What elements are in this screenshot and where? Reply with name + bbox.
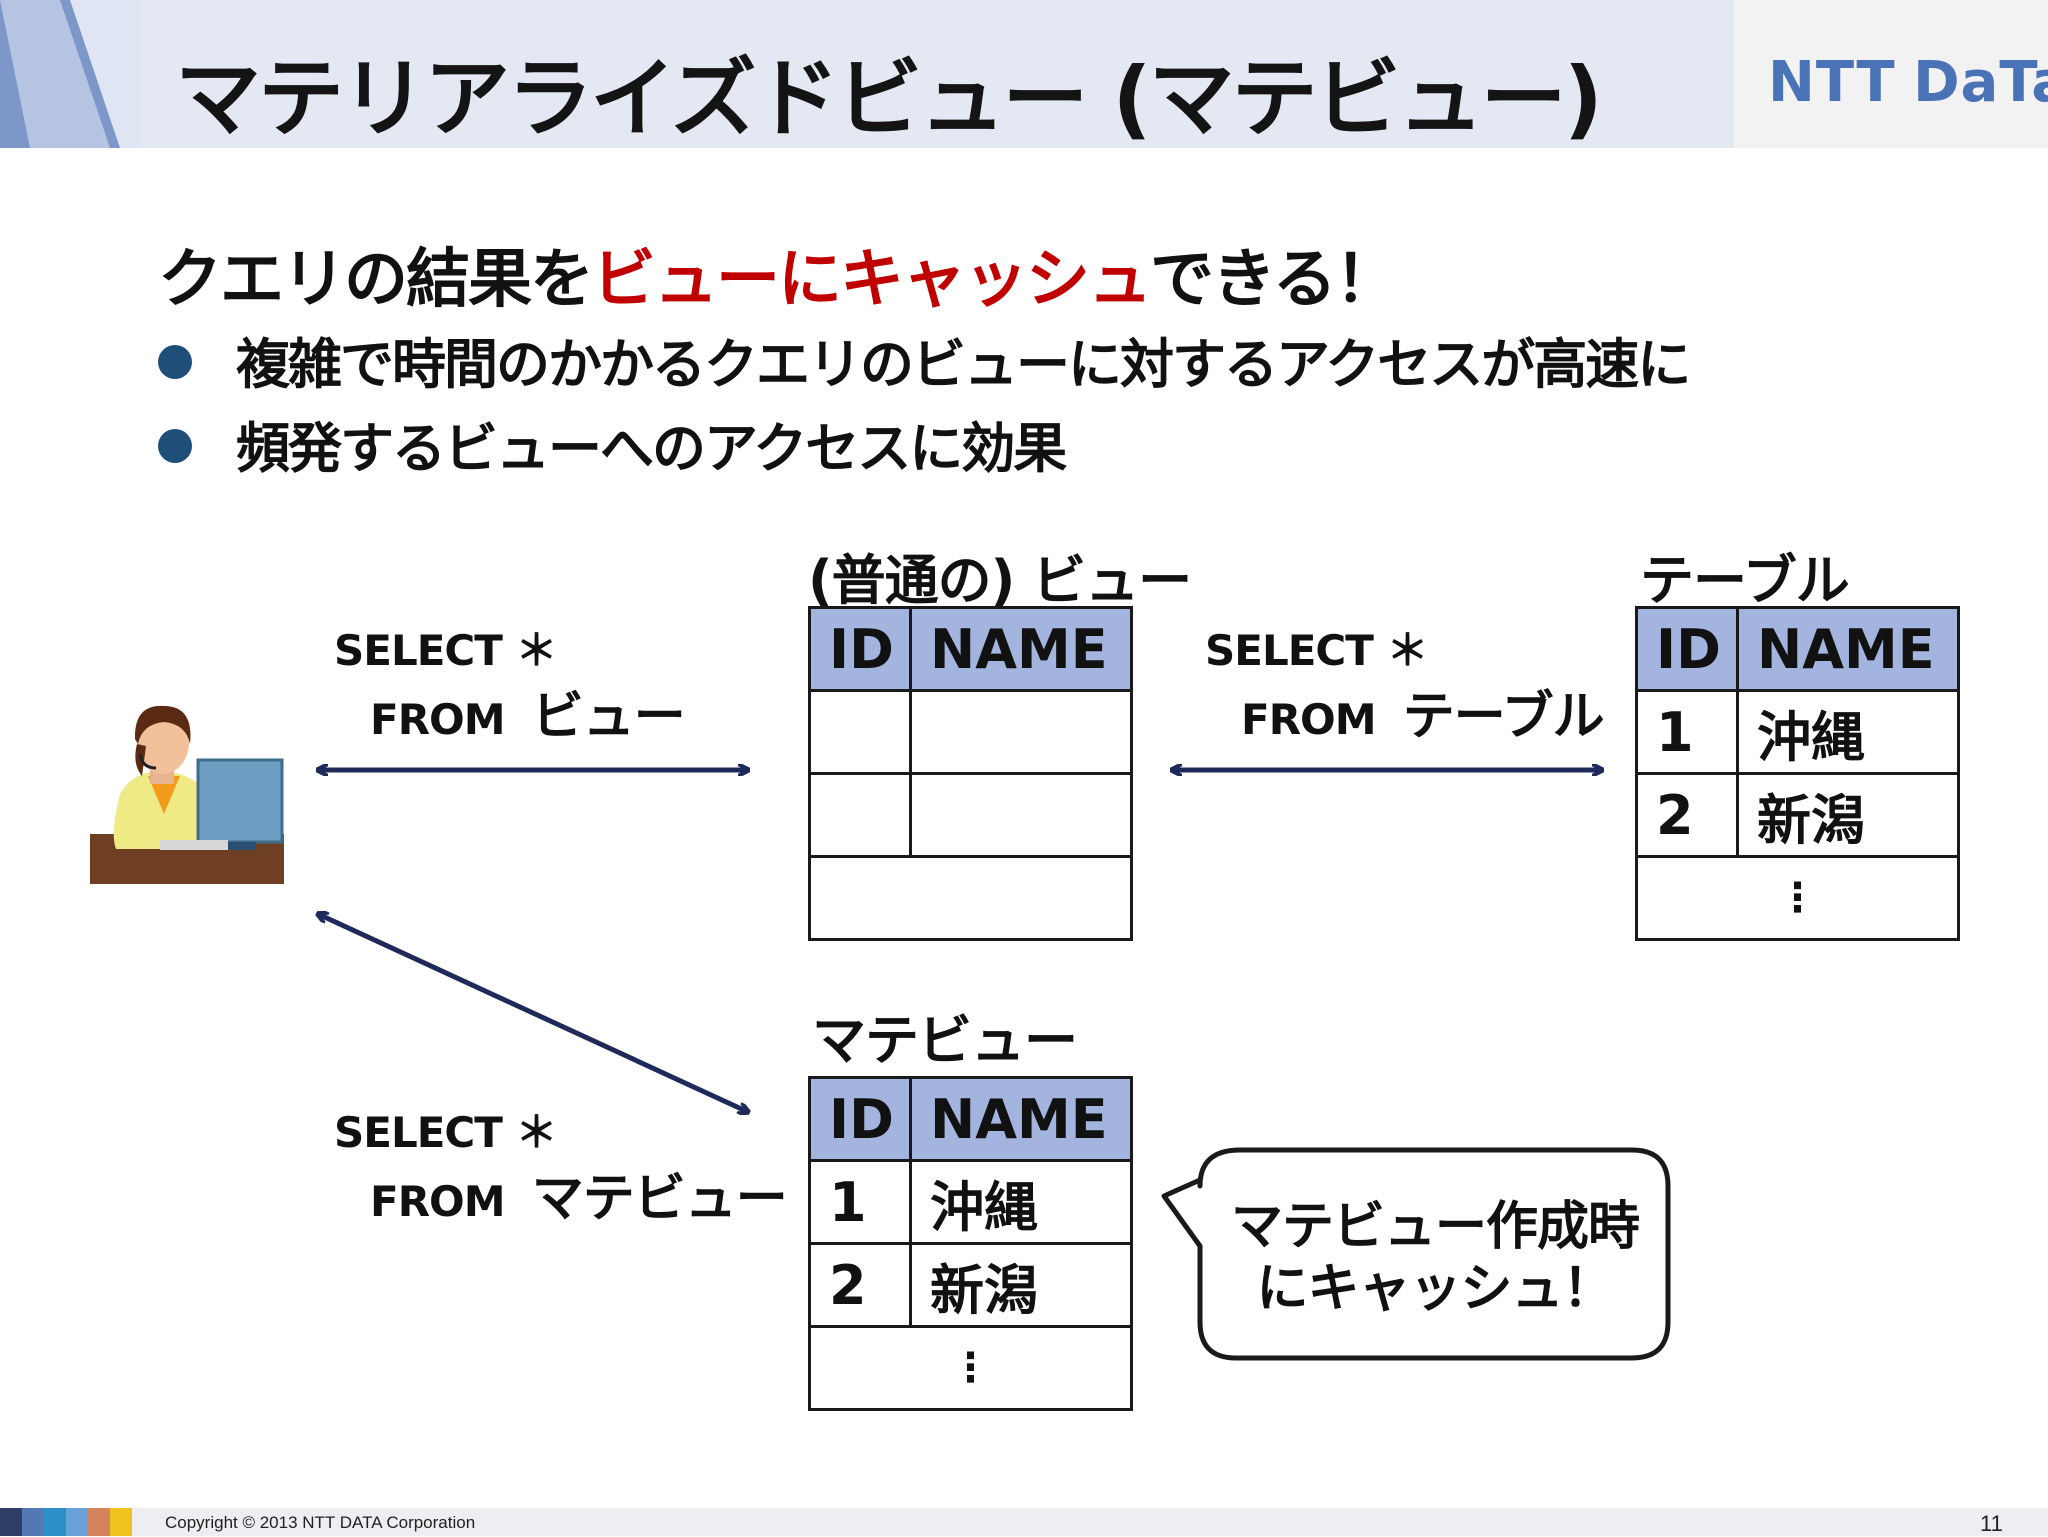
arrow-user-matview: [318, 914, 748, 1112]
cell-name: 沖縄: [909, 1159, 1133, 1245]
callout-line: にキャッシュ！: [1256, 1259, 1614, 1319]
column-header-name: NAME: [909, 606, 1133, 692]
bullet-item: 頻発するビューへのアクセスに効果: [158, 404, 1067, 483]
headline-part1: クエリの結果を: [158, 243, 594, 317]
table-header-row: ID NAME: [1635, 606, 1960, 692]
sql-from-object: マテビュー: [531, 1169, 788, 1229]
copyright: Copyright © 2013 NTT DATA Corporation: [165, 1513, 476, 1532]
callout-bubble: [1161, 1147, 1671, 1361]
table-header-row: ID NAME: [808, 606, 1133, 692]
bullet-dot-icon: [158, 345, 192, 380]
footer-color-block: [0, 1508, 22, 1536]
ellipsis-cell: ⋮: [1635, 855, 1960, 941]
table-header-row: ID NAME: [808, 1076, 1133, 1162]
sql-view-query: SELECT ＊ FROM ビュー: [334, 618, 686, 753]
footer-color-block: [22, 1508, 44, 1536]
table-row: 2 新潟: [808, 1242, 1133, 1328]
headline-part3: できる！: [1150, 243, 1399, 317]
vertical-ellipsis-icon: ⋮: [1777, 875, 1818, 921]
base-table: ID NAME 1 沖縄 2 新潟 ⋮: [1635, 606, 1960, 941]
header-decoration: [0, 0, 140, 148]
column-header-id: ID: [1635, 606, 1739, 692]
bullet-item: 複雑で時間のかかるクエリのビューに対するアクセスが高速に: [158, 320, 1691, 399]
vertical-ellipsis-icon: ⋮: [950, 1345, 991, 1391]
bullet-text: 頻発するビューへのアクセスに効果: [236, 417, 1067, 480]
page-title: マテリアライズドビュー (マテビュー): [175, 49, 1603, 149]
table-row: 2 新潟: [1635, 772, 1960, 858]
footer-color-block: [110, 1508, 132, 1536]
headline: クエリの結果をビューにキャッシュできる！: [158, 228, 1399, 320]
cell-id: 2: [808, 1242, 912, 1328]
logo-area: [1734, 0, 2048, 148]
callout-line: マテビュー作成時: [1230, 1197, 1640, 1257]
footer-color-block: [66, 1508, 88, 1536]
sql-select: SELECT ＊: [334, 1108, 557, 1157]
cell-id: 1: [1635, 689, 1739, 775]
table-row: [808, 772, 1133, 858]
footer-bar: [0, 1508, 2048, 1536]
cell-id: 2: [1635, 772, 1739, 858]
normal-view-table: ID NAME: [808, 606, 1133, 941]
header-bar: [0, 0, 2048, 148]
user-at-computer-icon: [90, 705, 284, 884]
sql-from: FROM: [1241, 695, 1377, 744]
callout-text: マテビュー作成時 にキャッシュ！: [1200, 1196, 1670, 1320]
page-number: 11: [1980, 1511, 2003, 1536]
sql-matview-query: SELECT ＊ FROM マテビュー: [334, 1100, 788, 1235]
table-row: 1 沖縄: [808, 1159, 1133, 1245]
matview-table: ID NAME 1 沖縄 2 新潟 ⋮: [808, 1076, 1133, 1411]
table-title: テーブル: [1640, 549, 1850, 612]
company-logo: NTT DaTa: [1768, 50, 2048, 115]
bullet-dot-icon: [158, 429, 192, 464]
normal-view-title: (普通の) ビュー: [808, 549, 1192, 612]
matview-title: マテビュー: [812, 1009, 1078, 1072]
cell-name: 新潟: [1736, 772, 1960, 858]
cell-id: 1: [808, 1159, 912, 1245]
sql-table-query: SELECT ＊ FROM テーブル: [1205, 618, 1605, 753]
column-header-id: ID: [808, 1076, 912, 1162]
footer-color-block: [44, 1508, 66, 1536]
headline-emphasis: ビューにキャッシュ: [592, 243, 1152, 317]
ellipsis-cell: ⋮: [808, 1325, 1133, 1411]
column-header-id: ID: [808, 606, 912, 692]
table-row: [808, 689, 1133, 775]
table-row: ⋮: [1635, 855, 1960, 941]
table-row: [808, 855, 1133, 941]
cell-name: 新潟: [909, 1242, 1133, 1328]
footer-color-block: [88, 1508, 110, 1536]
column-header-name: NAME: [1736, 606, 1960, 692]
sql-from-object: ビュー: [531, 687, 686, 747]
sql-select: SELECT ＊: [1205, 626, 1428, 675]
column-header-name: NAME: [909, 1076, 1133, 1162]
bullet-text: 複雑で時間のかかるクエリのビューに対するアクセスが高速に: [236, 333, 1691, 396]
sql-select: SELECT ＊: [334, 626, 557, 675]
cell-name: 沖縄: [1736, 689, 1960, 775]
sql-from: FROM: [370, 1177, 506, 1226]
table-row: 1 沖縄: [1635, 689, 1960, 775]
sql-from: FROM: [370, 695, 506, 744]
table-row: ⋮: [808, 1325, 1133, 1411]
sql-from-object: テーブル: [1402, 687, 1605, 747]
